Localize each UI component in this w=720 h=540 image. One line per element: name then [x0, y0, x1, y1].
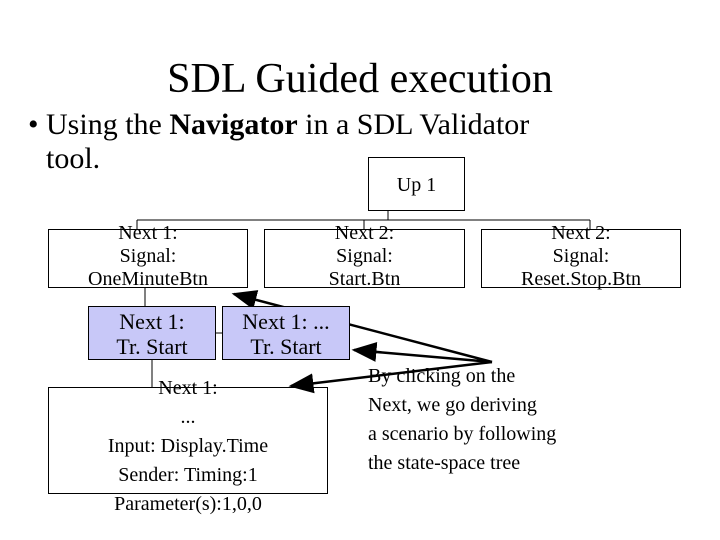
- arrow-to-detail: [288, 360, 493, 394]
- tree-node-3[interactable]: [481, 229, 681, 288]
- transition-node-front[interactable]: Next 1:Tr. Start: [88, 306, 216, 360]
- detail-node[interactable]: [48, 387, 328, 494]
- tree-node-2-text: Next 2:Signal:Start.Btn: [328, 222, 401, 290]
- arrow-to-transition: [351, 341, 493, 364]
- bullet-text: • Using the Navigator in a SDL Validator…: [28, 108, 530, 175]
- transition-node-back[interactable]: Next 1: ...Tr. Start: [222, 306, 350, 360]
- root-node[interactable]: Up 1: [368, 157, 465, 211]
- bullet-marker: •: [28, 108, 39, 141]
- slide-title: SDL Guided execution: [167, 56, 553, 102]
- tree-node-3-text: Next 2:Signal:Reset.Stop.Btn: [520, 222, 641, 290]
- tree-node-1[interactable]: [48, 229, 248, 288]
- tree-node-1-text: Next 1:Signal:OneMinuteBtn: [88, 222, 208, 290]
- tree-node-2[interactable]: [264, 229, 465, 288]
- navigator-term: Navigator: [169, 108, 298, 141]
- arrow-to-node1: [231, 290, 493, 364]
